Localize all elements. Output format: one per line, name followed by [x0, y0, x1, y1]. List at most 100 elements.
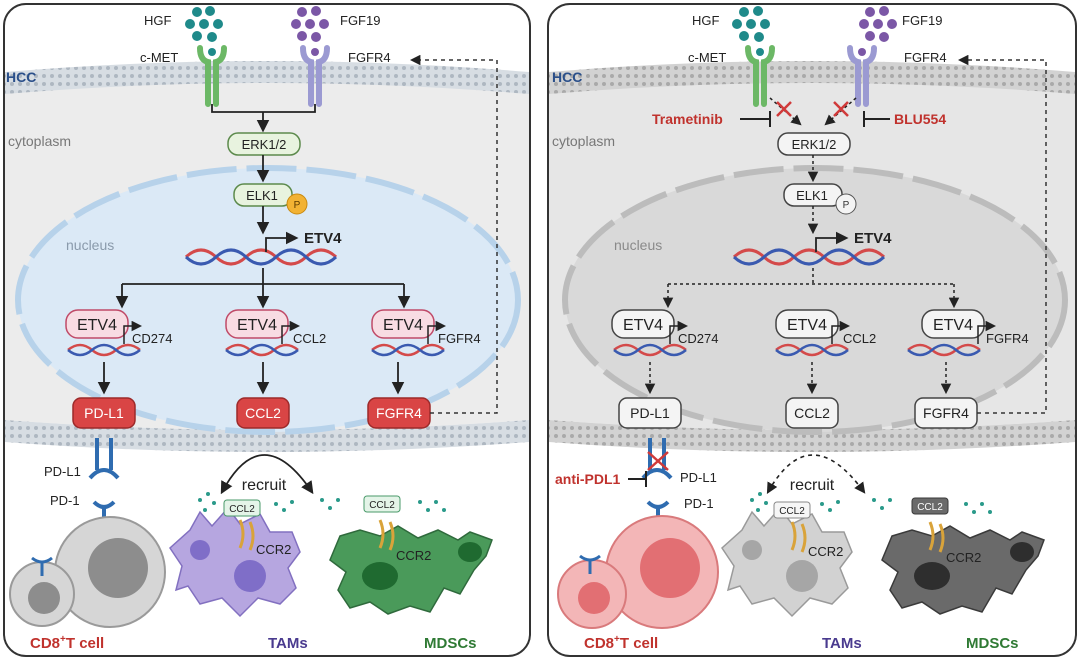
right-cmet-block-cross — [776, 101, 792, 117]
left-erk-node — [227, 132, 301, 156]
left-hgf-ligand — [185, 6, 223, 42]
left-panel: HCC cytoplasm nucleus HGF FGF19 c-MET FG — [3, 3, 531, 657]
left-etv4-dna — [184, 248, 338, 266]
right-tf-complex-2 — [775, 309, 851, 357]
right-pdl1-label: PD-L1 — [680, 470, 717, 485]
right-fgf19-ligand — [859, 6, 897, 42]
right-tf-label-2: ETV4 — [787, 317, 827, 334]
left-tam-ccr2-receptor — [238, 519, 255, 551]
right-tcell-label-rest: T cell — [620, 635, 658, 652]
right-fgfr4-label: FGFR4 — [904, 50, 947, 65]
right-mdsc-ccr2-receptor — [928, 521, 945, 553]
left-mdsc-ccl2-label: CCL2 — [369, 500, 395, 511]
right-trametinib-inhibit-line — [740, 111, 771, 127]
left-tcell-label-rest: T cell — [66, 635, 104, 652]
left-fgfr4-receptor — [300, 45, 330, 107]
left-top-membrane — [5, 61, 529, 94]
left-mdsc-nucleus-2 — [458, 542, 482, 562]
right-mdsc-ccr2-label: CCR2 — [946, 550, 981, 565]
right-phospho-badge — [835, 193, 857, 215]
right-target-gene-3: FGFR4 — [986, 331, 1029, 346]
right-tcell-small-nucleus — [578, 582, 610, 614]
right-cytoplasm-label: cytoplasm — [552, 133, 615, 149]
left-output-label-2: CCL2 — [245, 405, 281, 421]
right-tam-ccl2-label: CCL2 — [779, 506, 805, 517]
right-tams-label: TAMs — [822, 635, 862, 652]
right-top-membrane — [549, 61, 1075, 94]
left-nuclear-envelope — [15, 165, 521, 435]
left-tcell-label-cd8: CD8 — [30, 635, 60, 652]
left-etv4-promoter-arrow — [265, 231, 299, 252]
right-nuclear-envelope — [562, 165, 1068, 435]
right-mdsc-nucleus-2 — [1010, 542, 1034, 562]
left-tam-ccl2-chip — [223, 499, 261, 517]
right-output-label-3: FGFR4 — [923, 405, 969, 421]
left-cmet-label: c-MET — [140, 50, 178, 65]
left-tam-ccl2-label: CCL2 — [229, 504, 255, 515]
left-hgf-label: HGF — [144, 13, 172, 28]
left-tam-nucleus-2 — [190, 540, 210, 560]
left-tams-label: TAMs — [268, 635, 308, 652]
right-etv4-dna — [732, 248, 886, 266]
right-target-gene-2: CCL2 — [843, 331, 876, 346]
left-mdscs-label: MDSCs — [424, 635, 477, 652]
left-tam-ccr2-label: CCR2 — [256, 542, 291, 557]
right-output-label-2: CCL2 — [794, 405, 830, 421]
left-target-gene-2: CCL2 — [293, 331, 326, 346]
right-pdl1-block-cross — [647, 451, 669, 471]
left-output-ccl2 — [236, 397, 290, 429]
right-recruit-label: recruit — [790, 477, 835, 494]
left-output-label-3: FGFR4 — [376, 405, 422, 421]
right-inhibitor-antipdl1: anti-PDL1 — [555, 471, 621, 487]
left-output-label-1: PD-L1 — [84, 405, 124, 421]
left-pd1-label: PD-1 — [50, 493, 80, 508]
right-tcell-large-nucleus — [640, 538, 700, 598]
right-panel: HCC cytoplasm nucleus HGF FGF19 c-MET FG… — [547, 3, 1077, 657]
right-elk-label: ELK1 — [796, 188, 828, 203]
left-tf-complex-3 — [371, 309, 447, 357]
right-tcell-label: CD8+T cell — [584, 634, 658, 652]
left-etv4-gene-label: ETV4 — [304, 230, 342, 247]
left-tcell-small-nucleus — [28, 582, 60, 614]
left-hcc-label: HCC — [6, 69, 36, 85]
right-pd1-label: PD-1 — [684, 496, 714, 511]
right-fgfr4-blocked-arrow — [824, 97, 857, 126]
right-etv4-promoter-arrow — [815, 231, 849, 252]
right-tf-complex-3 — [907, 309, 997, 357]
right-erk-label: ERK1/2 — [792, 137, 837, 152]
right-mdscs-label: MDSCs — [966, 635, 1019, 652]
right-output-label-1: PD-L1 — [630, 405, 670, 421]
right-cmet-receptor — [745, 45, 775, 107]
right-mdsc-ccl2-label: CCL2 — [917, 502, 943, 513]
right-fgf19-label: FGF19 — [902, 13, 942, 28]
left-tf-complex-1 — [65, 309, 143, 357]
right-tam-ccr2-receptor — [790, 521, 807, 553]
left-recruit-arc — [220, 454, 314, 495]
right-tcell-label-sup: + — [614, 634, 620, 645]
left-recruit-label: recruit — [242, 477, 287, 494]
left-mdsc-ccr2-label: CCR2 — [396, 548, 431, 563]
right-hgf-label: HGF — [692, 13, 720, 28]
right-tam-nucleus — [786, 560, 818, 592]
left-tcell-label-sup: + — [60, 634, 66, 645]
right-recruit-arc — [766, 454, 866, 494]
right-target-gene-1: CD274 — [678, 331, 718, 346]
left-cmet-receptor — [197, 45, 227, 107]
left-target-gene-3: FGFR4 — [438, 331, 481, 346]
left-tcell-label: CD8+T cell — [30, 634, 104, 652]
right-tf-complex-1 — [611, 309, 689, 357]
right-tam-nucleus-2 — [742, 540, 762, 560]
right-tam-ccr2-label: CCR2 — [808, 544, 843, 559]
left-pdl1-label: PD-L1 — [44, 464, 81, 479]
right-blu554-inhibit-line — [863, 111, 890, 127]
right-inhibitor-trametinib: Trametinib — [652, 111, 723, 127]
right-nucleus — [565, 168, 1065, 432]
left-output-pdl1 — [72, 397, 136, 429]
right-phospho-label: P — [843, 200, 850, 211]
left-nucleus-label: nucleus — [66, 237, 114, 253]
right-inhibitor-blu554: BLU554 — [894, 111, 946, 127]
right-fgfr4-block-cross — [833, 101, 849, 117]
right-nucleus-label: nucleus — [614, 237, 662, 253]
